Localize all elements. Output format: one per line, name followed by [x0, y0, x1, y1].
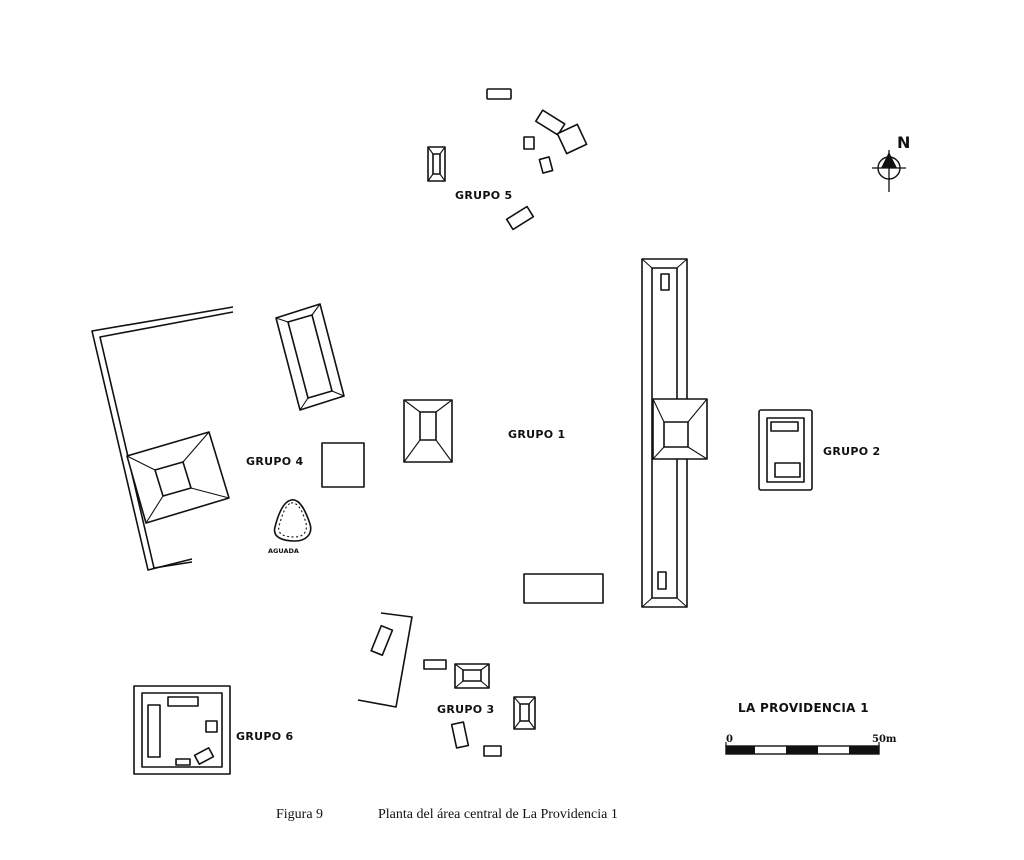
structure-g3-d — [483, 745, 502, 757]
structure-g5-c — [556, 123, 588, 155]
grupo3-structures — [357, 612, 536, 757]
pyramid-g3-a — [454, 663, 490, 689]
structure-g5-b — [534, 109, 566, 136]
label-grupo4: GRUPO 4 — [246, 455, 303, 468]
pyramid-g1-west — [403, 399, 453, 463]
pyramid-g4-large — [126, 431, 230, 524]
label-grupo5: GRUPO 5 — [455, 189, 512, 202]
label-aguada: AGUADA — [268, 547, 299, 555]
structure-g5-e — [538, 156, 554, 174]
structure-g5-d — [523, 136, 535, 150]
grupo5-structures — [427, 88, 588, 231]
courtyard-g2 — [758, 409, 813, 491]
label-grupo1: GRUPO 1 — [508, 428, 565, 441]
structure-g5-f — [505, 205, 535, 231]
label-grupo3: GRUPO 3 — [437, 703, 494, 716]
courtyard-g6 — [133, 685, 231, 775]
platform-g1-south — [523, 573, 604, 604]
label-grupo2: GRUPO 2 — [823, 445, 880, 458]
figure-number: Figura 9 — [276, 807, 323, 822]
structure-g3-b — [423, 659, 447, 670]
pyramid-g5 — [427, 146, 446, 182]
north-label: N — [897, 133, 910, 152]
structure-g3-a — [370, 624, 394, 657]
label-grupo6: GRUPO 6 — [236, 730, 293, 743]
scale-start-label: 0 — [726, 734, 733, 745]
scale-bar — [725, 742, 880, 755]
pyramid-g4-long — [275, 303, 345, 411]
long-range-structure — [641, 258, 708, 608]
north-arrow-icon — [872, 150, 906, 192]
structure-g3-c — [450, 721, 470, 749]
map-title: LA PROVIDENCIA 1 — [738, 701, 869, 715]
enclosure-wall — [91, 306, 234, 571]
structure-g5-a — [486, 88, 512, 100]
scale-end-label: 50m — [872, 734, 897, 745]
platform-g4 — [321, 442, 365, 488]
pyramid-g3-b — [513, 696, 536, 730]
aguada-icon — [273, 499, 312, 542]
figure-caption: Planta del área central de La Providenci… — [378, 807, 618, 822]
